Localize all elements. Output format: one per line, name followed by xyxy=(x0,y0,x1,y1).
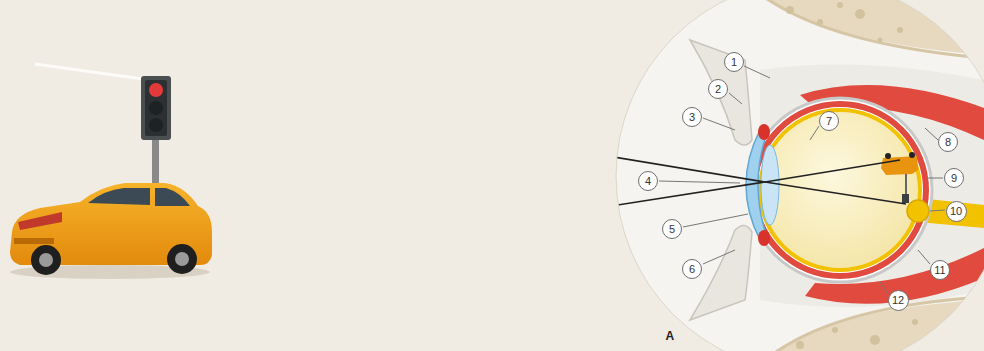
callout-number: 7 xyxy=(819,111,839,131)
callout-number: 11 xyxy=(930,260,950,280)
callout-number: 1 xyxy=(724,52,744,72)
light-beam xyxy=(35,64,150,80)
callout-number: 4 xyxy=(638,171,658,191)
callout-number: 8 xyxy=(938,132,958,152)
callout-number: 10 xyxy=(946,201,967,222)
callout-number: 2 xyxy=(708,79,728,99)
callout-number: 3 xyxy=(682,107,702,127)
callout-number: 9 xyxy=(944,168,964,188)
callout-number: 6 xyxy=(682,259,702,279)
figure-letter: A xyxy=(666,330,675,342)
orbit-section xyxy=(172,0,984,351)
car xyxy=(10,183,212,279)
callout-number: 5 xyxy=(662,219,682,239)
callout-number: 12 xyxy=(888,290,909,311)
